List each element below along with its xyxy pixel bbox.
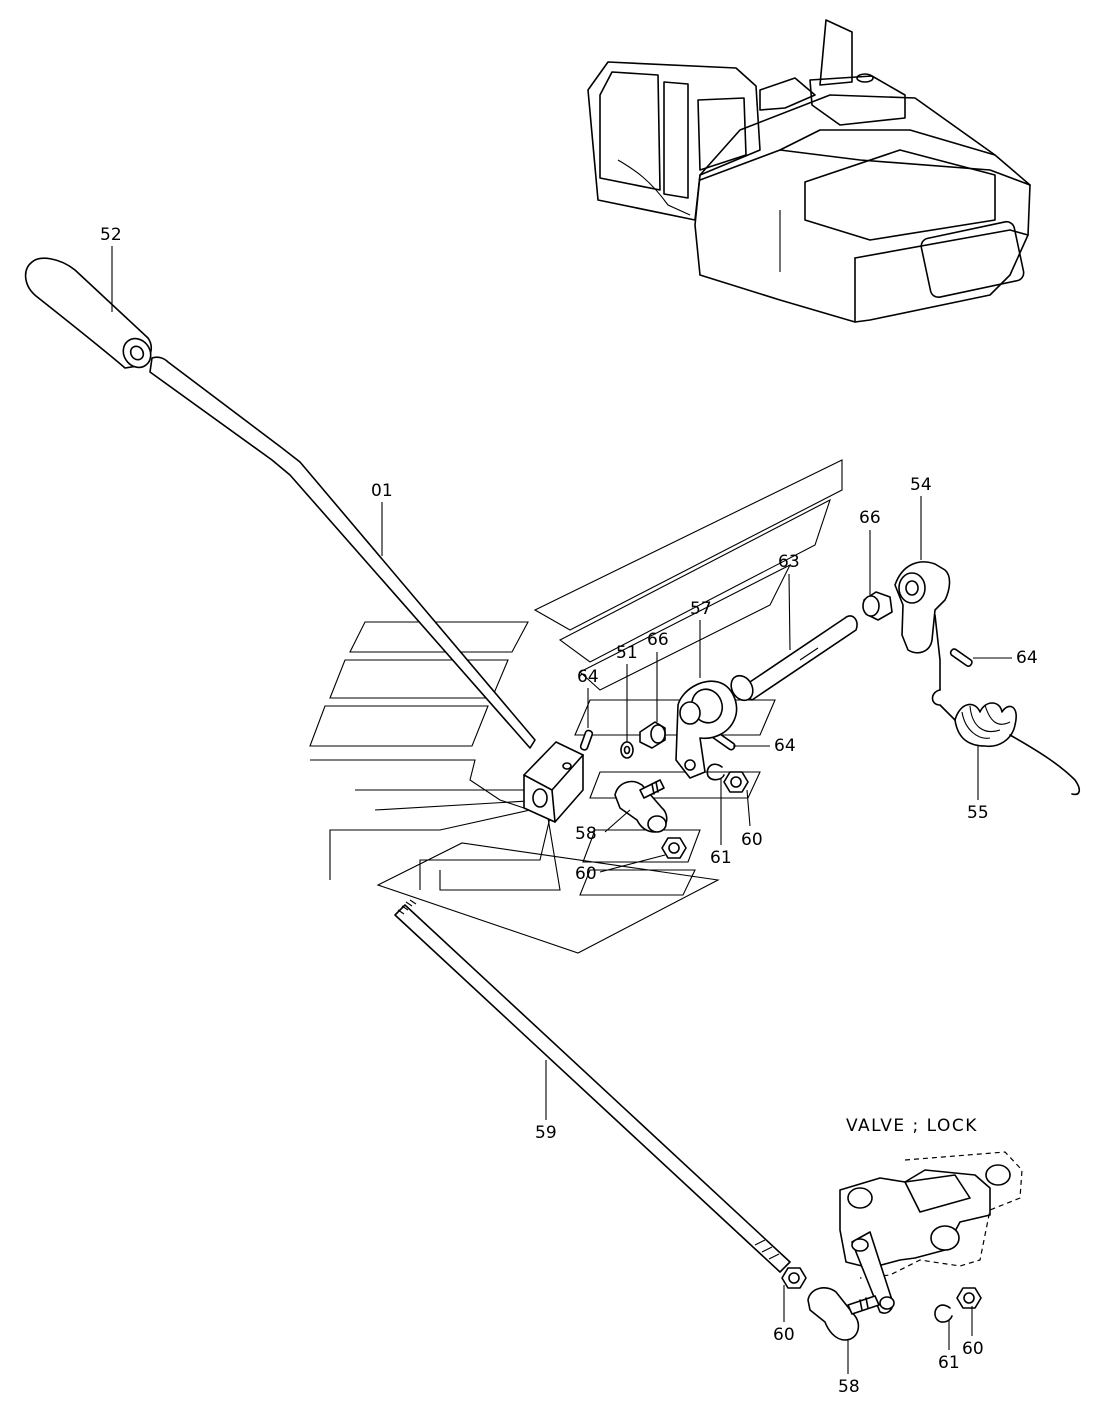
callout-58: 58 [838, 1377, 860, 1397]
callout-51: 51 [616, 643, 638, 663]
callout-63: 63 [778, 552, 800, 572]
callout-52: 52 [100, 225, 122, 245]
callout-66: 66 [647, 630, 669, 650]
leader-lines [111, 246, 1012, 1374]
rod-59 [394, 899, 807, 1289]
callout-66: 66 [859, 508, 881, 528]
callout-54: 54 [910, 475, 932, 495]
callout-60: 60 [741, 830, 763, 850]
callout-55: 55 [967, 803, 989, 823]
inset-label-valve-lock: VALVE ; LOCK [846, 1116, 978, 1136]
callout-labels: 52 01 66 54 63 57 66 51 64 64 64 55 58 6… [100, 225, 1038, 1397]
valve-lock-assembly [807, 1151, 1023, 1341]
excavator-overview [587, 19, 1031, 323]
lever-grip [24, 257, 152, 369]
pins-and-washers [579, 591, 973, 759]
callout-61: 61 [710, 848, 732, 868]
callout-60: 60 [575, 864, 597, 884]
ball-joint-upper [614, 763, 749, 859]
callout-58: 58 [575, 824, 597, 844]
callout-01: 01 [371, 481, 393, 501]
lever-arm-assembly [675, 615, 858, 779]
callout-64: 64 [774, 736, 796, 756]
callout-60: 60 [773, 1325, 795, 1345]
callout-60: 60 [962, 1339, 984, 1359]
callout-59: 59 [535, 1123, 557, 1143]
lever-rod [149, 356, 584, 823]
callout-64: 64 [577, 667, 599, 687]
callout-57: 57 [690, 599, 712, 619]
callout-64: 64 [1016, 648, 1038, 668]
callout-61: 61 [938, 1353, 960, 1373]
bracket-and-spring [894, 561, 1081, 796]
